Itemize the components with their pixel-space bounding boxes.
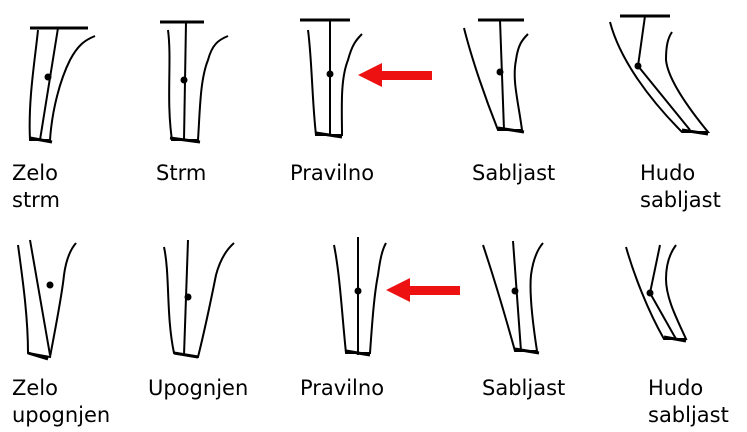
row1-label-sabljast: Sabljast xyxy=(472,160,555,187)
row1-leg-4 xyxy=(450,0,580,150)
leg-sketch-icon xyxy=(600,0,740,150)
row2-label-zelo-upognjen: Zelo upognjen xyxy=(12,375,110,429)
row1-arrow-icon xyxy=(356,60,436,90)
leg-sketch-icon xyxy=(0,235,130,370)
row1-leg-1 xyxy=(0,0,130,150)
row2-label-hudo-sabljast: Hudo sabljast xyxy=(648,375,729,429)
row2-leg-5 xyxy=(620,235,710,370)
row2-label-upognjen: Upognjen xyxy=(148,375,248,402)
row1-leg-2 xyxy=(148,0,278,150)
row2-arrow-icon xyxy=(384,275,464,305)
leg-sketch-icon xyxy=(150,235,280,370)
row1-label-pravilno: Pravilno xyxy=(290,160,374,187)
row1-label-zelo-strm: Zelo strm xyxy=(12,160,60,214)
row2-label-sabljast: Sabljast xyxy=(482,375,565,402)
leg-sketch-icon xyxy=(148,0,278,150)
row2-leg-4 xyxy=(475,235,565,370)
leg-sketch-icon xyxy=(475,235,565,370)
row2-label-pravilno: Pravilno xyxy=(300,375,384,402)
row1-leg-5 xyxy=(600,0,740,150)
row1-label-hudo-sabljast: Hudo sabljast xyxy=(640,160,721,214)
row1-label-strm: Strm xyxy=(156,160,206,187)
leg-sketch-icon xyxy=(0,0,130,150)
row2-leg-2 xyxy=(150,235,280,370)
leg-sketch-icon xyxy=(450,0,580,150)
leg-sketch-icon xyxy=(620,235,710,370)
row2-leg-1 xyxy=(0,235,130,370)
